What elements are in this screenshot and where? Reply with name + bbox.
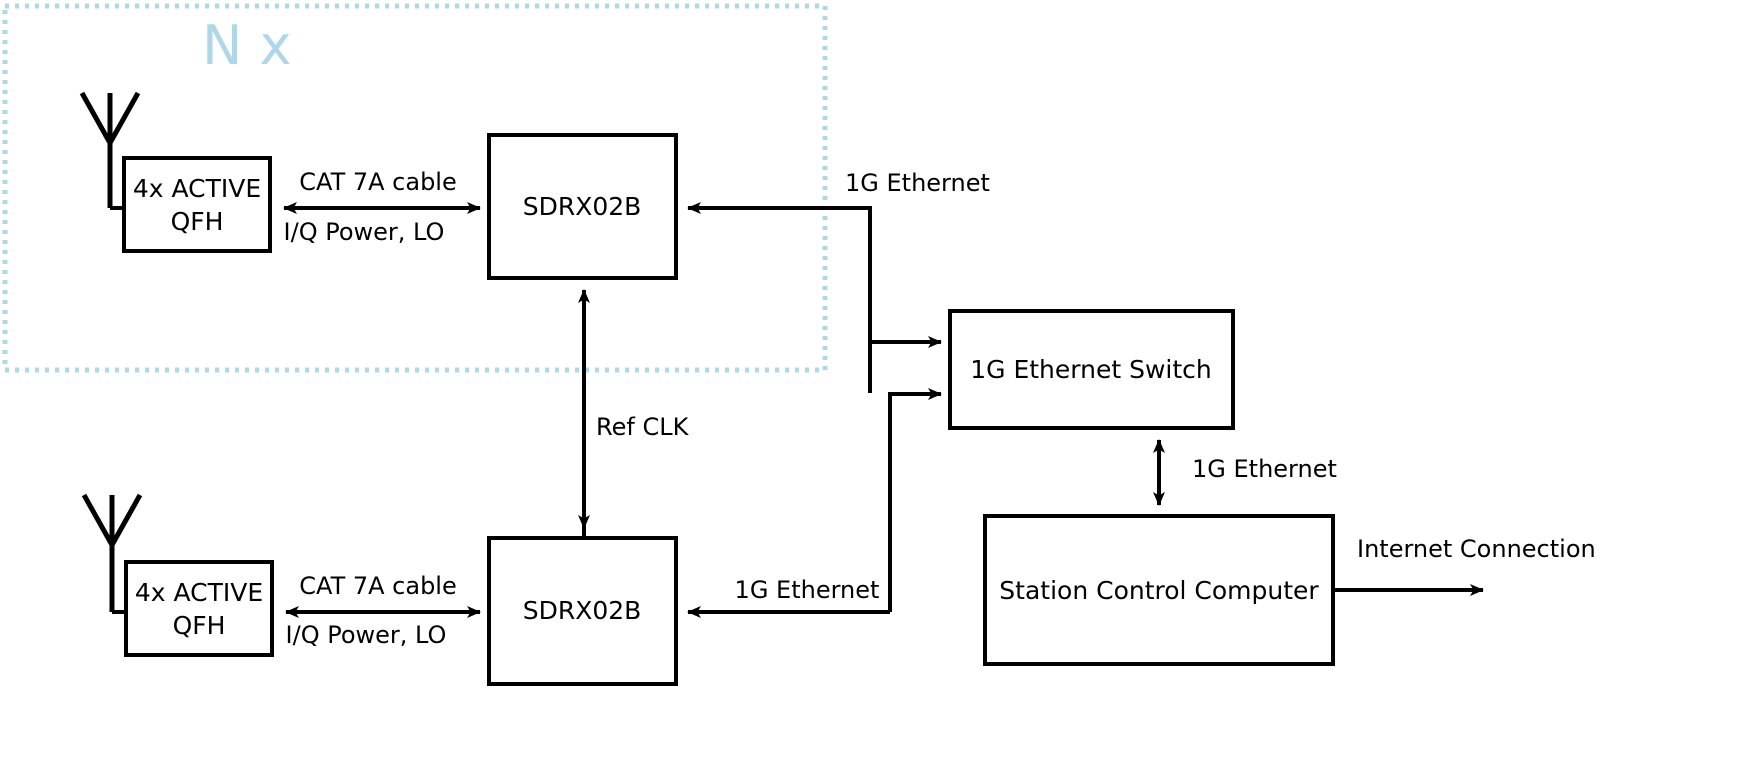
connector-label-iq-power-lo-bottom: I/Q Power, LO (286, 621, 447, 649)
connector-label-1g-ethernet-bottom: 1G Ethernet (735, 576, 880, 604)
block-qfh-top-label-line2: QFH (171, 207, 224, 236)
block-ethernet-switch-label: 1G Ethernet Switch (970, 355, 1212, 384)
group-label-nx: N x (202, 14, 292, 77)
block-sdr-top-label: SDRX02B (523, 192, 642, 221)
antenna-top-icon (79, 91, 141, 210)
connector-label-iq-power-lo-top: I/Q Power, LO (284, 218, 445, 246)
block-sdr-bottom[interactable] (487, 536, 678, 686)
block-qfh-bottom-label-line2: QFH (173, 611, 226, 640)
connector-label-1g-ethernet-top: 1G Ethernet (845, 169, 990, 197)
antenna-bottom-icon (81, 493, 143, 614)
block-station-control-computer-label: Station Control Computer (999, 576, 1319, 605)
connector-label-internet-connection: Internet Connection (1357, 535, 1596, 563)
block-sdr-top[interactable] (487, 133, 678, 280)
connector-label-refclk: Ref CLK (596, 413, 690, 441)
connector-sdr-top-switch (687, 202, 872, 393)
block-ethernet-switch[interactable] (948, 309, 1235, 430)
block-qfh-bottom[interactable] (124, 560, 274, 657)
group-frame-nx (2, 3, 828, 373)
connector-sdr-bottom-switch-into-switch (888, 388, 942, 612)
connector-label-1g-ethernet-switch-computer: 1G Ethernet (1192, 455, 1337, 483)
block-qfh-top-label-line1: 4x ACTIVE (133, 174, 261, 203)
block-sdr-bottom-label: SDRX02B (523, 596, 642, 625)
block-station-control-computer[interactable] (983, 514, 1335, 666)
block-qfh-top[interactable] (122, 156, 272, 253)
connector-label-cat7a-bottom: CAT 7A cable (299, 572, 457, 600)
connector-label-cat7a-top: CAT 7A cable (299, 168, 457, 196)
block-qfh-bottom-label-line1: 4x ACTIVE (135, 578, 263, 607)
